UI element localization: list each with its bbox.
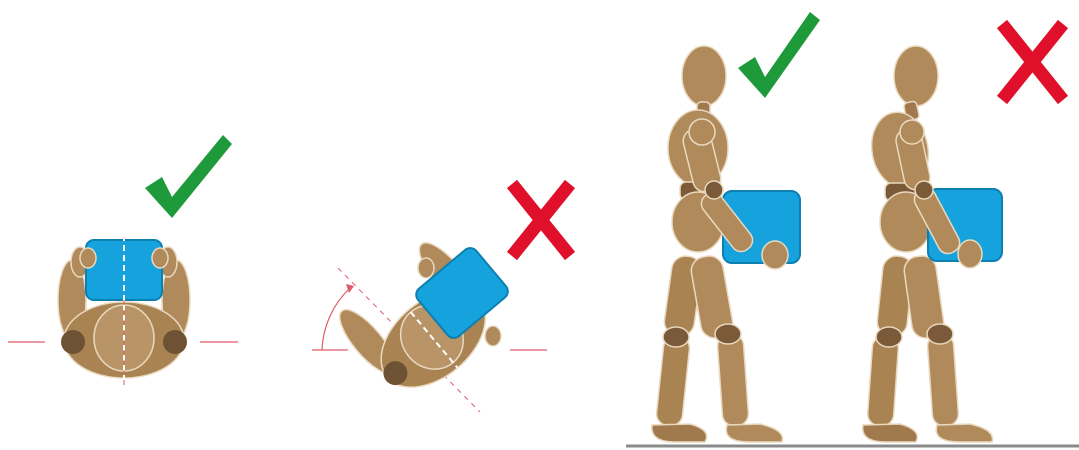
side-view-leaning-panel (863, 24, 1063, 442)
top-view-correct-panel (8, 135, 238, 390)
check-mark-icon (145, 135, 232, 218)
cross-mark-icon (1002, 24, 1063, 100)
hand (485, 326, 501, 346)
cross-mark-icon (512, 184, 570, 256)
top-view-twisted-panel (312, 184, 570, 412)
check-mark-icon (738, 12, 820, 98)
shoulder-joint (61, 330, 85, 354)
hand (152, 248, 168, 268)
side-view-upright-panel (652, 12, 820, 442)
shoulder-joint (163, 330, 187, 354)
hand (418, 258, 434, 278)
rotation-arrow-head (346, 284, 354, 293)
hand (80, 248, 96, 268)
